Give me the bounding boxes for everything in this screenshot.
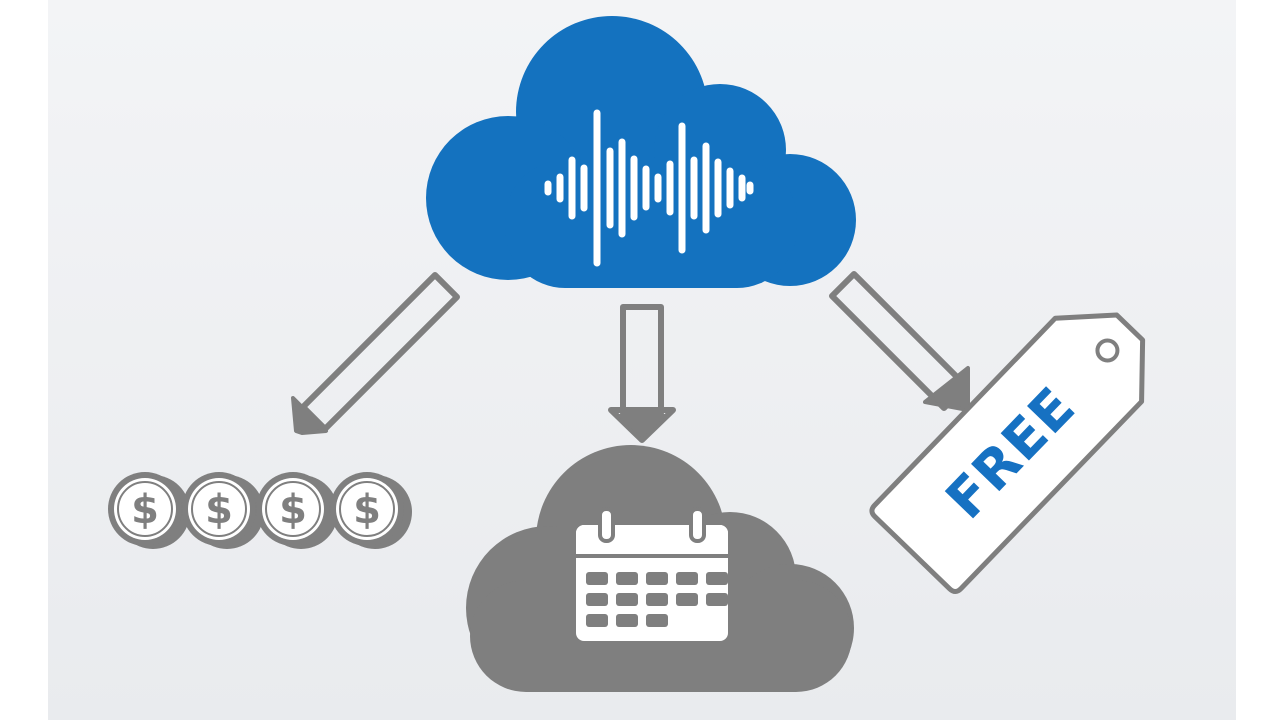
calendar-day-cell xyxy=(616,614,638,627)
coins-icon: $ $ $ $ xyxy=(108,472,412,549)
calendar-day-cell xyxy=(616,593,638,606)
coin-icon: $ xyxy=(182,472,264,549)
calendar-day-cell xyxy=(646,572,668,585)
calendar-day-cell xyxy=(706,593,728,606)
calendar-icon xyxy=(576,507,728,641)
calendar-day-cell xyxy=(616,572,638,585)
cloud-calendar-icon xyxy=(466,445,854,692)
calendar-day-cell xyxy=(586,614,608,627)
arrow-to-coins xyxy=(291,272,460,435)
calendar-day-cell xyxy=(586,572,608,585)
main-cloud-shape xyxy=(426,16,856,288)
coin-symbol: $ xyxy=(279,487,307,533)
coin-symbol: $ xyxy=(205,487,233,533)
calendar-day-cell xyxy=(586,593,608,606)
calendar-day-cell xyxy=(676,593,698,606)
calendar-day-cell xyxy=(676,572,698,585)
cloud-audio-icon xyxy=(426,16,856,288)
arrow-to-calendar-cloud xyxy=(608,304,676,443)
arrow-to-tag xyxy=(829,271,970,412)
calendar-day-cell xyxy=(706,572,728,585)
coin-icon: $ xyxy=(108,472,190,549)
coin-icon: $ xyxy=(256,472,338,549)
coin-symbol: $ xyxy=(131,487,159,533)
audio-waveform-icon xyxy=(544,109,754,267)
calendar-day-cell xyxy=(646,614,668,627)
calendar-day-cell xyxy=(646,593,668,606)
coin-symbol: $ xyxy=(353,487,381,533)
coin-icon: $ xyxy=(330,472,412,549)
calendar-grid xyxy=(586,572,728,627)
